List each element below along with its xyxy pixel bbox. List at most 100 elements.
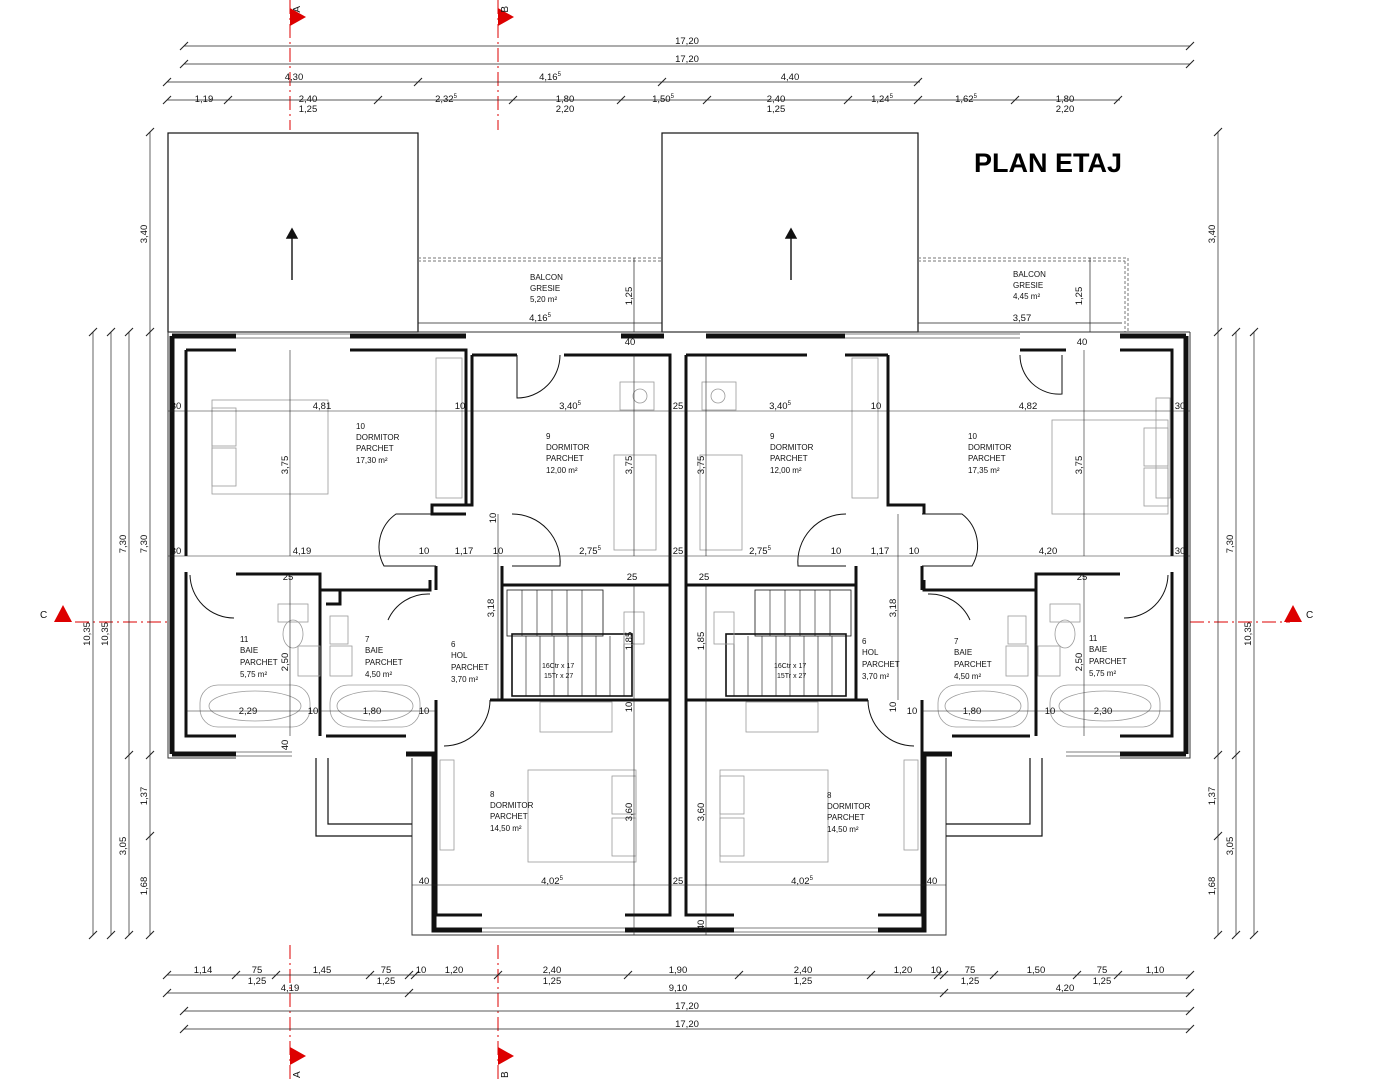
svg-text:PARCHET: PARCHET	[1089, 657, 1127, 666]
svg-text:BALCON: BALCON	[1013, 270, 1046, 279]
svg-text:4,45 m²: 4,45 m²	[1013, 292, 1040, 301]
svg-text:7: 7	[365, 635, 370, 644]
svg-text:6: 6	[451, 640, 456, 649]
balcony-railings	[418, 257, 1129, 332]
dim-v10-a: 10	[624, 702, 635, 713]
dim-v250-left: 2,50	[280, 653, 291, 672]
svg-text:PARCHET: PARCHET	[954, 660, 992, 669]
svg-text:8: 8	[490, 790, 495, 799]
dim-a-1: 4,81	[313, 401, 332, 412]
dim-c-3: 4,025	[791, 876, 814, 887]
section-marker-a-top: A	[290, 6, 306, 26]
dim-bot-0: 1,14	[194, 965, 213, 976]
svg-text:14,50 m²: 14,50 m²	[490, 824, 522, 833]
svg-text:9: 9	[546, 432, 551, 441]
svg-text:HOL: HOL	[451, 651, 468, 660]
dim-right-3: 1,37	[1207, 787, 1218, 806]
dim-s25-0: 25	[283, 572, 294, 583]
dim-bot2-5: 1,25	[794, 976, 813, 987]
dim-top-overall-2: 17,20	[675, 54, 699, 65]
dimension-chain-top	[162, 41, 1195, 105]
svg-text:PARCHET: PARCHET	[770, 454, 808, 463]
section-lines	[75, 0, 1290, 1080]
svg-text:DORMITOR: DORMITOR	[546, 443, 590, 452]
dim-left-2: 10,35	[100, 622, 111, 646]
dim-bot2-8: 1,25	[1093, 976, 1112, 987]
dim-b-5: 2,755	[579, 546, 602, 557]
room-label-bedroom-8-right: 8 DORMITOR PARCHET 14,50 m²	[827, 791, 871, 834]
room-label-bedroom-10-right: 10 DORMITOR PARCHET 17,35 m²	[968, 432, 1012, 475]
dim-b-6: 25	[673, 546, 684, 557]
dim-right-2: 7,30	[1225, 535, 1236, 554]
dim-right-4: 3,05	[1225, 837, 1236, 856]
dim-b-2: 10	[419, 546, 430, 557]
svg-text:4,50 m²: 4,50 m²	[954, 672, 981, 681]
svg-text:5,75 m²: 5,75 m²	[1089, 669, 1116, 678]
room-label-bedroom-9-left: 9 DORMITOR PARCHET 12,00 m²	[546, 432, 590, 475]
dim-bot2-1: 4,19	[281, 983, 300, 994]
dim-bot-5: 1,20	[445, 965, 464, 976]
dim-top-r3-0: 1,19	[195, 94, 214, 105]
page-title: PLAN ETAJ	[974, 148, 1122, 178]
svg-text:BAIE: BAIE	[954, 648, 972, 657]
dim-a-6: 10	[871, 401, 882, 412]
dim-bot-9: 1,20	[894, 965, 913, 976]
dim-right-5: 1,68	[1207, 877, 1218, 896]
stair-label-left-top: 16Ctr x 17	[542, 663, 574, 670]
dim-top-sub-2: 1,25	[767, 104, 786, 115]
svg-text:B: B	[500, 6, 511, 13]
svg-text:DORMITOR: DORMITOR	[490, 801, 534, 810]
dim-v185-right: 1,85	[696, 632, 707, 651]
staircase-left	[506, 589, 633, 697]
dim-v318-left: 3,18	[486, 599, 497, 618]
room-label-bath-7-left: 7 BAIE PARCHET 4,50 m²	[365, 635, 403, 679]
dim-left-4: 7,30	[139, 535, 150, 554]
svg-text:DORMITOR: DORMITOR	[968, 443, 1012, 452]
svg-text:DORMITOR: DORMITOR	[356, 433, 400, 442]
dim-bot-overall-2: 17,20	[675, 1019, 699, 1030]
dim-bot-12: 1,50	[1027, 965, 1046, 976]
dim-c-0: 40	[419, 876, 430, 887]
dim-v375-2: 3,75	[696, 456, 707, 475]
stair-label-right: 15Tr x 27	[777, 673, 806, 680]
dim-c-1: 4,025	[541, 876, 564, 887]
slope-arrow-icon	[285, 227, 798, 280]
dim-bot-13: 75	[1097, 965, 1108, 976]
section-marker-c-right: C	[1284, 605, 1313, 622]
dim-v40-right: 40	[1077, 337, 1088, 348]
svg-text:6: 6	[862, 637, 867, 646]
dim-bot-7: 1,90	[669, 965, 688, 976]
dim-a-5: 3,405	[769, 401, 792, 412]
dim-top-r3-4: 1,505	[652, 94, 675, 105]
balcony-label-right: BALCON GRESIE 4,45 m²	[1013, 270, 1046, 301]
svg-text:10: 10	[356, 422, 365, 431]
svg-text:10: 10	[968, 432, 977, 441]
section-marker-a-bottom: A	[290, 1047, 306, 1078]
dimension-chain-right	[1213, 127, 1259, 940]
dim-v185-left: 1,85	[624, 632, 635, 651]
dim-v375-1: 3,75	[624, 456, 635, 475]
svg-text:PARCHET: PARCHET	[490, 812, 528, 821]
bay-projections	[315, 758, 1043, 837]
dim-v318-right: 3,18	[888, 599, 899, 618]
svg-text:PARCHET: PARCHET	[240, 658, 278, 667]
svg-text:17,35 m²: 17,35 m²	[968, 466, 1000, 475]
svg-text:14,50 m²: 14,50 m²	[827, 825, 859, 834]
dim-bot-1: 75	[252, 965, 263, 976]
dim-v360-left: 3,60	[624, 803, 635, 822]
dim-bot2-3: 1,25	[543, 976, 562, 987]
dim-a-8: 30	[1175, 401, 1186, 412]
dim-bot-3: 75	[381, 965, 392, 976]
dim-bath-5: 10	[1045, 706, 1056, 717]
svg-text:8: 8	[827, 791, 832, 800]
dim-top-r2-1: 4,165	[539, 72, 562, 83]
svg-text:C: C	[40, 610, 47, 621]
svg-text:PARCHET: PARCHET	[546, 454, 584, 463]
dim-b-1: 4,19	[293, 546, 312, 557]
interior-dim-lines	[168, 350, 1190, 935]
dim-bath-4: 1,80	[963, 706, 982, 717]
dim-s25-2: 25	[699, 572, 710, 583]
svg-text:C: C	[1306, 610, 1313, 621]
room-label-bath-11-left: 11 BAIE PARCHET 5,75 m²	[240, 635, 278, 679]
staircase-right	[725, 589, 852, 697]
